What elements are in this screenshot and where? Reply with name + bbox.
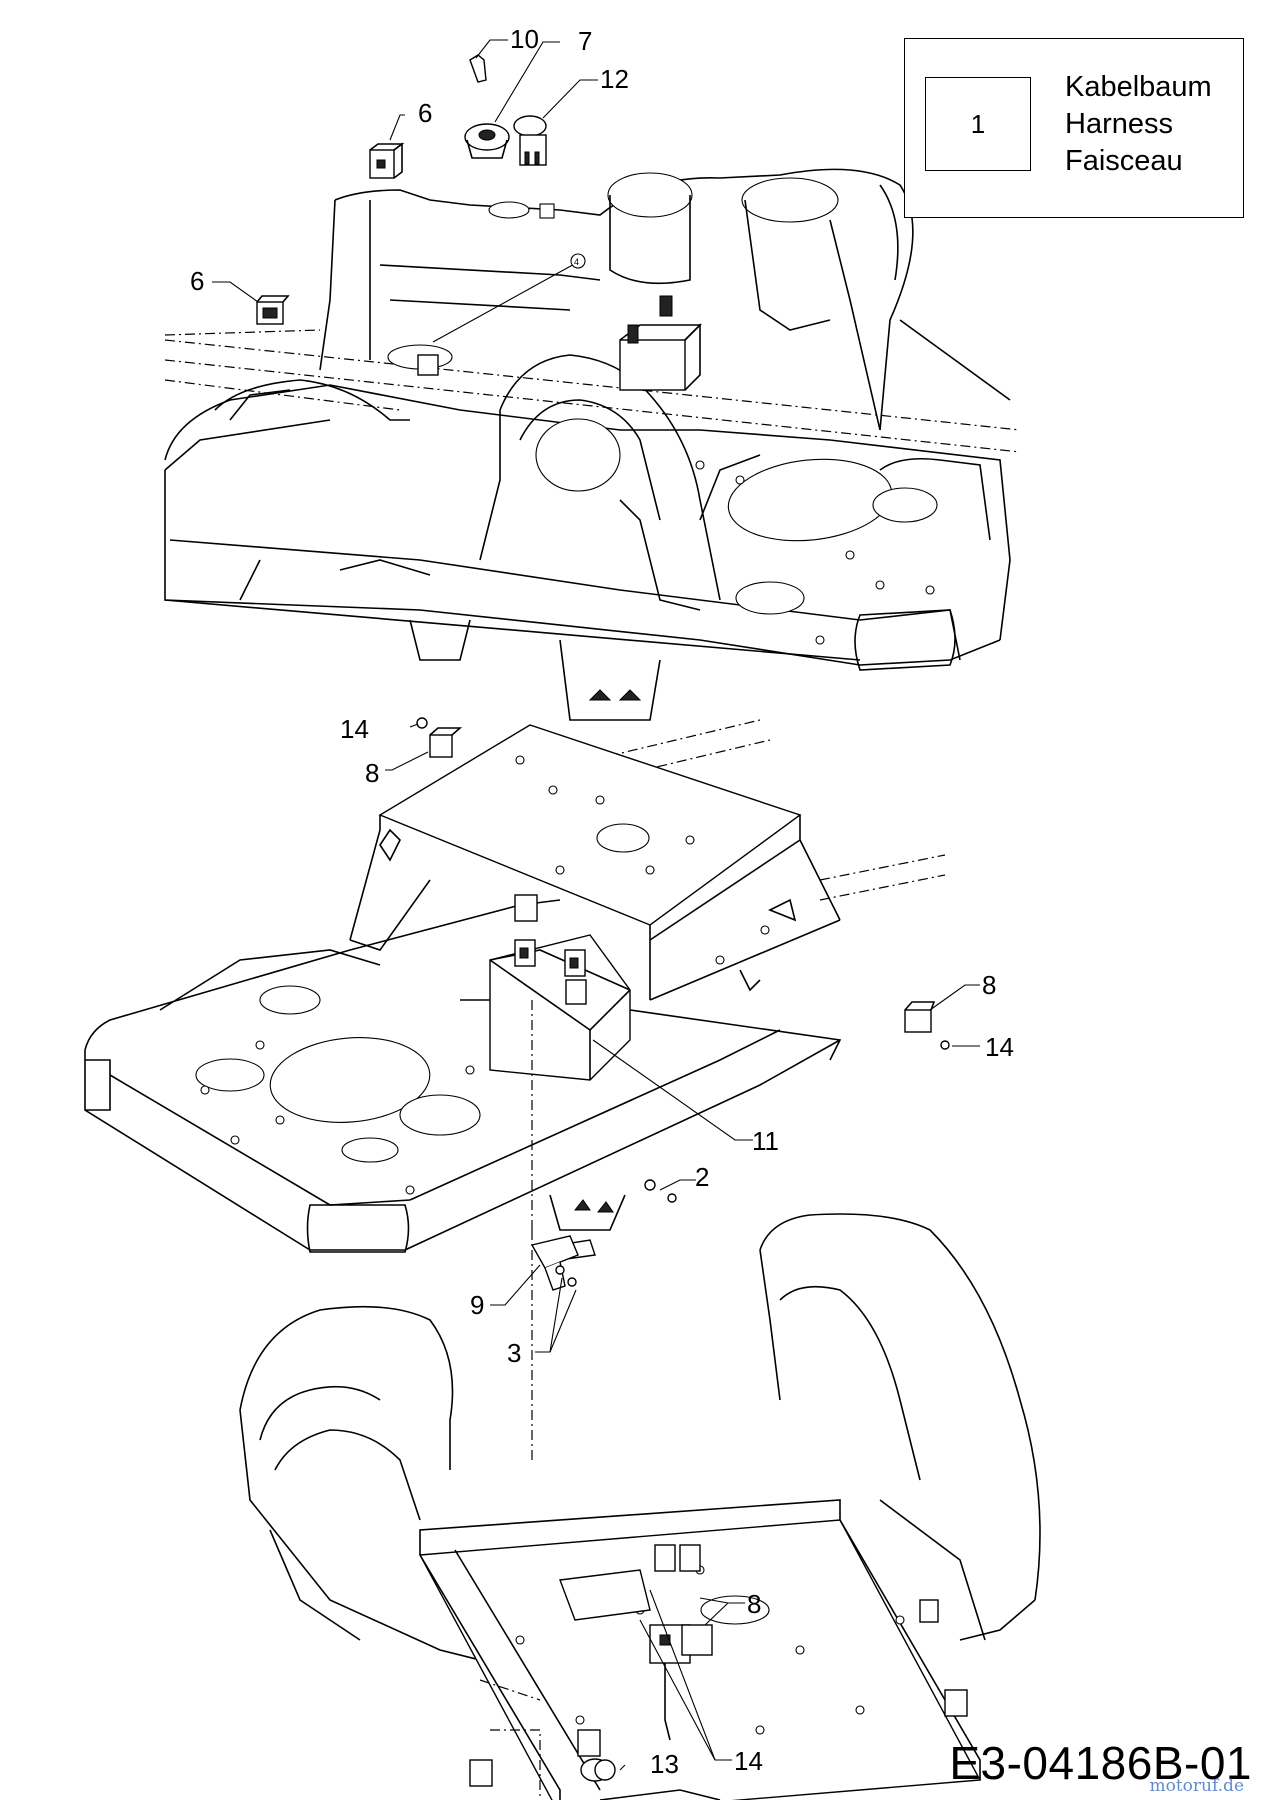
callout-4: 4	[574, 257, 579, 267]
callout-12: 12	[600, 64, 629, 94]
callout-3: 3	[507, 1338, 521, 1368]
mount-bracket-part	[530, 1235, 579, 1269]
callout-labels: 10 7 12 6 6 4 14 8 8 14 11 2 9 3 8 14 13	[190, 24, 1014, 1779]
callout-10: 10	[510, 24, 539, 54]
callout-7: 7	[578, 26, 592, 56]
callout-9: 9	[470, 1290, 484, 1320]
legend-line-de: Kabelbaum	[1065, 71, 1212, 103]
legend-line-fr: Faisceau	[1065, 145, 1183, 177]
callout-6-upper: 6	[418, 98, 432, 128]
callout-2: 2	[695, 1162, 709, 1192]
key-part	[469, 54, 487, 83]
callout-14-upper-left: 14	[340, 714, 369, 744]
callout-14-lower: 14	[734, 1746, 763, 1776]
frame-middle-assembly	[84, 719, 946, 1460]
frame-upper-assembly	[164, 168, 1021, 721]
legend-description: Kabelbaum Harness Faisceau	[1065, 69, 1212, 180]
safety-switch-part-a	[429, 734, 453, 758]
drawing-code: E3-04186B-01	[949, 1737, 1252, 1789]
watermark-logo: motoruf.de	[1149, 1776, 1244, 1796]
callout-6-lower: 6	[190, 266, 204, 296]
callout-8-lower: 8	[747, 1589, 761, 1619]
callout-14-right: 14	[985, 1032, 1014, 1062]
callout-13: 13	[650, 1749, 679, 1779]
legend-part-number: 1	[925, 77, 1031, 171]
callout-leaders	[212, 39, 980, 1771]
fender-lower-assembly	[239, 1213, 1041, 1800]
callout-8-right: 8	[982, 970, 996, 1000]
legend-line-en: Harness	[1065, 108, 1173, 140]
callout-8-upper-left: 8	[365, 758, 379, 788]
pto-switch-part	[513, 115, 547, 137]
callout-11: 11	[752, 1126, 779, 1156]
safety-switch-part-b	[904, 1009, 932, 1033]
small-parts	[256, 54, 950, 1291]
legend-box: 1 Kabelbaum Harness Faisceau	[904, 38, 1244, 218]
